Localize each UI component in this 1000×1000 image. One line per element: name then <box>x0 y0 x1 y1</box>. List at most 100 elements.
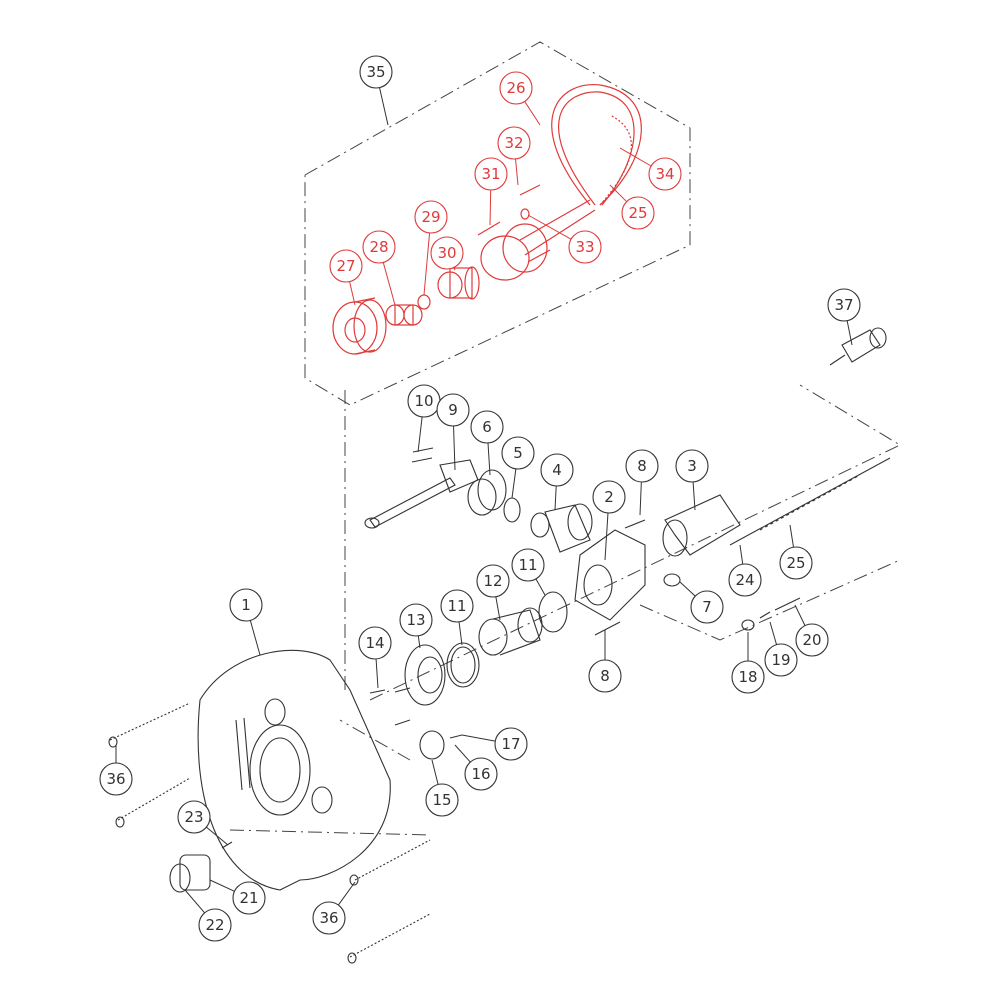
callout-label: 22 <box>205 916 224 934</box>
leader-line <box>554 485 557 511</box>
callout-label: 35 <box>366 63 385 81</box>
callout-label: 21 <box>239 889 258 907</box>
callout-label: 5 <box>513 444 523 462</box>
callout-circle <box>436 393 470 427</box>
callout-label: 6 <box>482 418 492 436</box>
callout-10: 10 <box>407 384 441 453</box>
callout-circle <box>99 762 133 796</box>
callout-30: 30 <box>430 236 464 271</box>
callout-8: 8 <box>625 449 659 516</box>
callout-2: 2 <box>592 480 626 561</box>
leader-line <box>249 620 261 656</box>
callout-15: 15 <box>425 759 459 817</box>
callout-label: 19 <box>771 651 790 669</box>
callout-circle <box>440 589 474 623</box>
sensor-kit-parts <box>332 84 642 355</box>
callout-18: 18 <box>731 632 765 694</box>
callout-label: 8 <box>600 667 610 685</box>
leader-line <box>375 658 379 689</box>
callout-22: 22 <box>184 889 232 942</box>
callout-35: 35 <box>359 55 393 126</box>
callout-17: 17 <box>461 727 528 761</box>
callout-circle <box>625 449 659 483</box>
callout-label: 2 <box>604 488 614 506</box>
leader-line <box>846 320 853 346</box>
callout-circle <box>621 196 655 230</box>
callout-23: 23 <box>177 800 229 846</box>
callout-26: 26 <box>499 71 541 126</box>
callout-11: 11 <box>511 548 546 596</box>
leader-line <box>739 544 744 565</box>
callout-circle <box>497 126 531 160</box>
callout-circle <box>675 449 709 483</box>
callout-circle <box>232 881 266 915</box>
leader-line <box>794 604 806 626</box>
callout-label: 37 <box>834 296 853 314</box>
callout-25: 25 <box>609 184 655 230</box>
callout-circle <box>358 626 392 660</box>
leader-line <box>495 596 501 621</box>
callout-circle <box>568 230 602 264</box>
leader-line <box>619 147 652 167</box>
callout-25: 25 <box>779 524 813 580</box>
callout-20: 20 <box>794 604 829 657</box>
callout-circle <box>648 157 682 191</box>
callout-32: 32 <box>497 126 531 186</box>
callout-14: 14 <box>358 626 392 689</box>
callout-circle <box>511 548 545 582</box>
callout-label: 1 <box>241 596 251 614</box>
callout-27: 27 <box>329 249 363 306</box>
callout-label: 13 <box>406 611 425 629</box>
callout-label: 32 <box>504 134 523 152</box>
leader-line <box>349 281 356 306</box>
main-housing <box>108 649 431 964</box>
callout-circle <box>414 200 448 234</box>
callout-19: 19 <box>764 621 798 677</box>
callout-28: 28 <box>362 230 396 306</box>
callout-4: 4 <box>540 453 574 511</box>
callout-21: 21 <box>209 879 266 915</box>
callout-circle <box>728 563 762 597</box>
callout-circle <box>764 643 798 677</box>
leader-line <box>379 87 389 126</box>
callout-36: 36 <box>312 881 356 935</box>
leader-line <box>515 158 519 186</box>
callout-5: 5 <box>501 436 535 499</box>
axis-lines <box>229 384 902 836</box>
callout-circle <box>494 727 528 761</box>
leader-line <box>453 425 456 471</box>
callout-circle <box>476 564 510 598</box>
callout-label: 4 <box>552 461 562 479</box>
callout-36: 36 <box>99 745 133 796</box>
callout-13: 13 <box>399 603 433 649</box>
callout-label: 9 <box>448 401 458 419</box>
leader-line <box>461 734 496 742</box>
leader-line <box>454 744 471 763</box>
leader-line <box>417 416 423 453</box>
callout-7: 7 <box>679 581 724 624</box>
leader-line <box>769 621 778 645</box>
callout-circle <box>795 623 829 657</box>
callout-circle <box>540 453 574 487</box>
leader-line <box>511 468 517 499</box>
callout-11: 11 <box>440 589 474 646</box>
seal-parts <box>369 591 568 760</box>
callout-label: 25 <box>786 554 805 572</box>
mechanism-parts <box>467 457 891 636</box>
callout-label: 25 <box>628 204 647 222</box>
leader-line <box>639 481 642 516</box>
lever-parts <box>364 447 479 529</box>
callout-circle <box>779 546 813 580</box>
callout-label: 16 <box>471 765 490 783</box>
callout-circle <box>430 236 464 270</box>
leader-line <box>604 512 609 561</box>
callout-16: 16 <box>454 744 498 791</box>
callout-circle <box>464 757 498 791</box>
callout-label: 33 <box>575 238 594 256</box>
callout-circle <box>229 588 263 622</box>
callout-label: 18 <box>738 668 757 686</box>
callout-label: 26 <box>506 79 525 97</box>
callout-circle <box>731 660 765 694</box>
callout-circle <box>592 480 626 514</box>
